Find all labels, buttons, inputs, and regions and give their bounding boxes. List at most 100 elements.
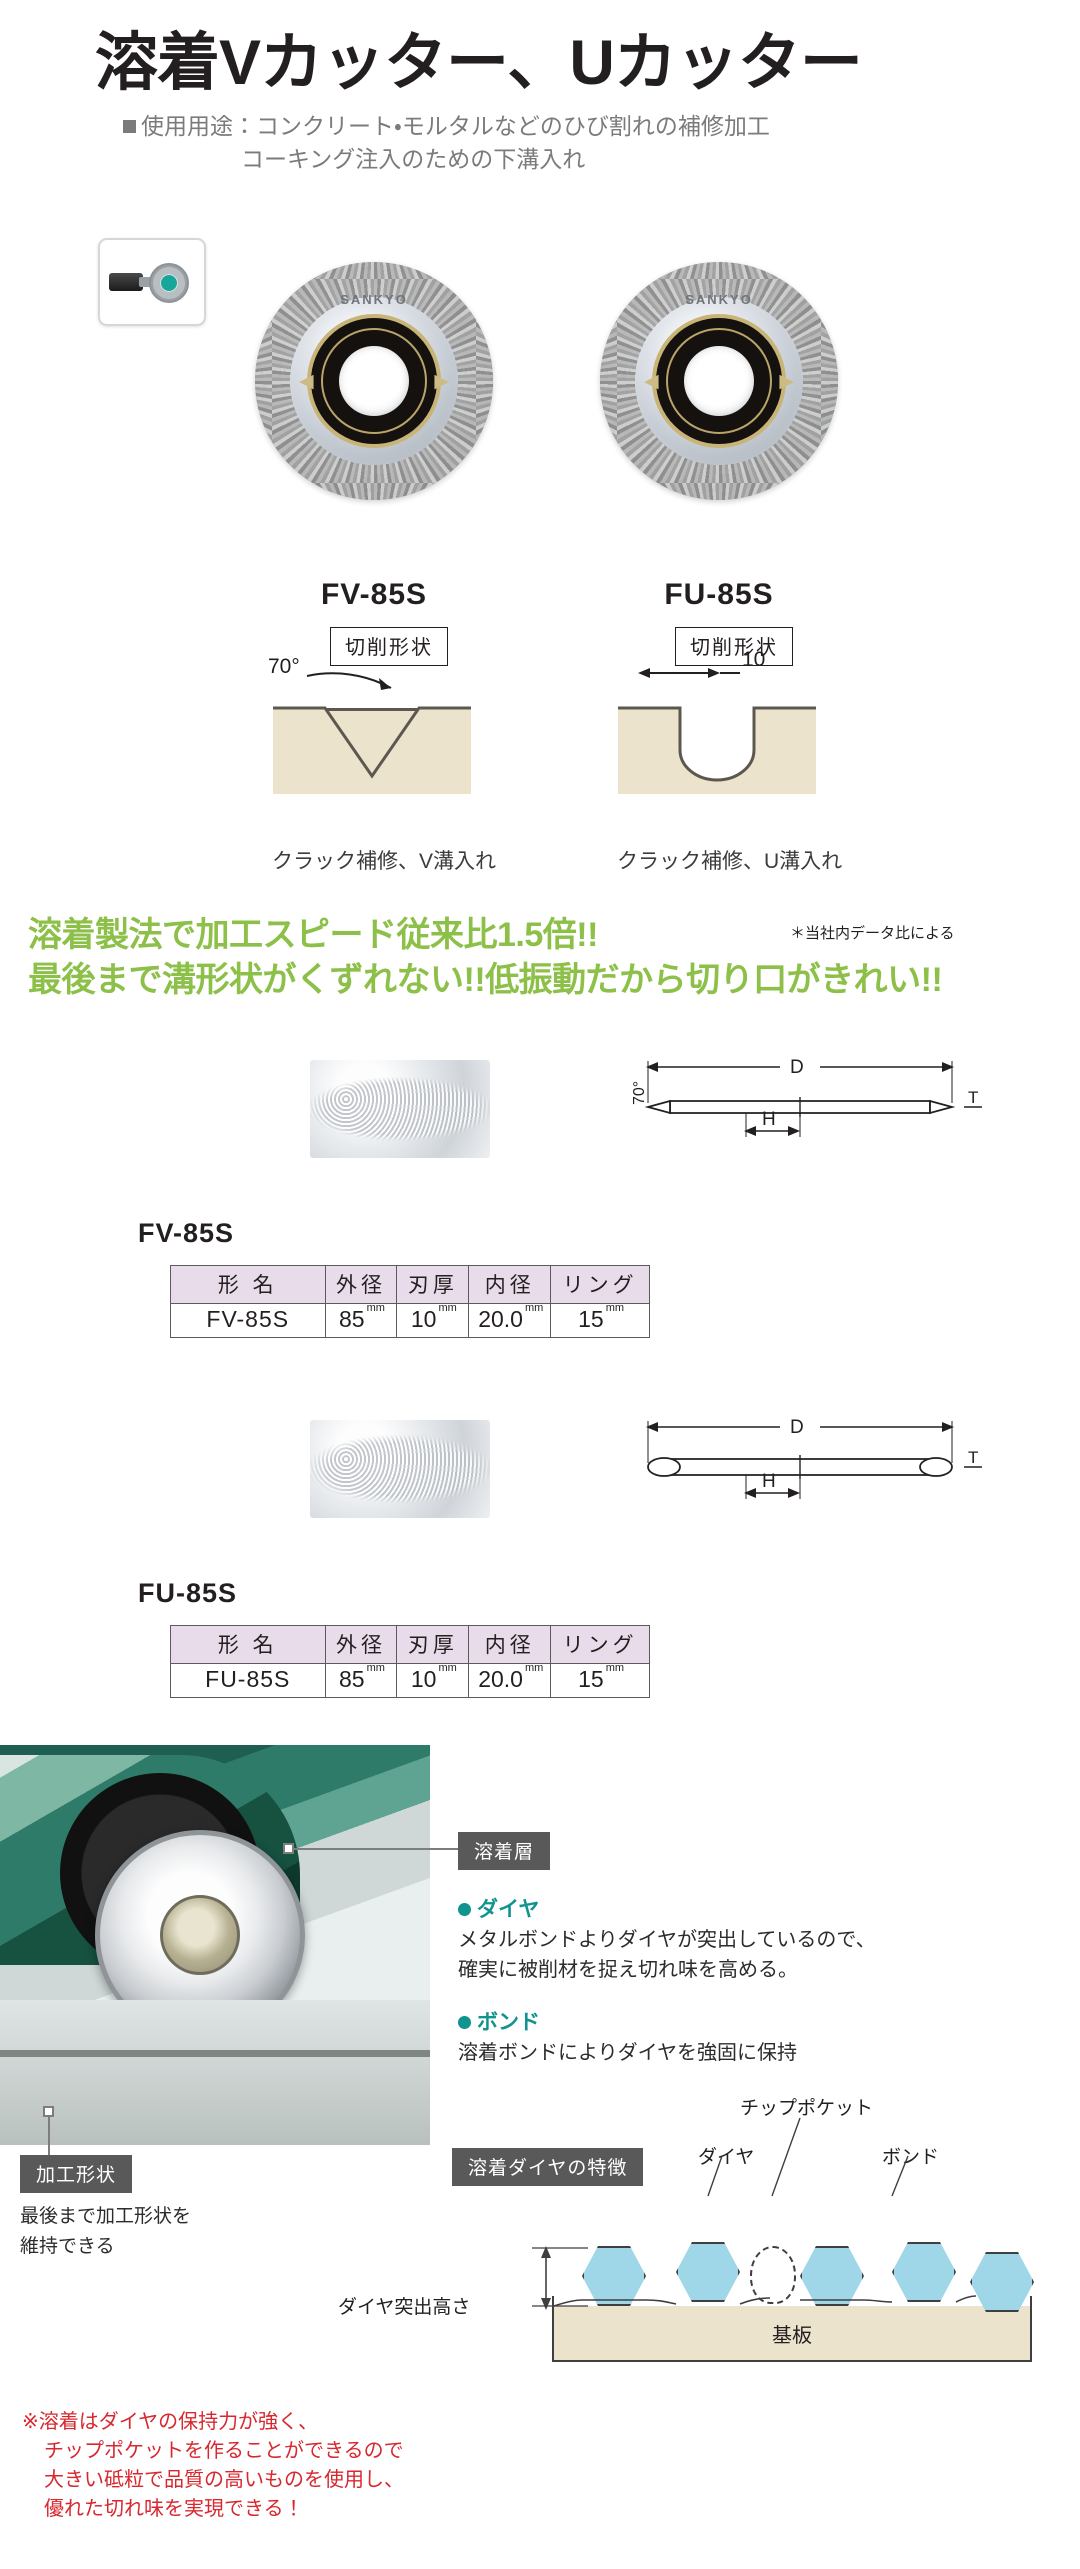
application-photo: [0, 1745, 430, 2145]
bullet-body-diamond-1: メタルボンドよりダイヤが突出しているので、: [458, 1929, 876, 1951]
spec-header-row: 形 名 外径 刃厚 内径 リング: [170, 1625, 650, 1664]
diagram-title: 溶着ダイヤの特徴: [452, 2148, 644, 2186]
diagram-label-chip-pocket: チップポケット: [740, 2098, 874, 2119]
svg-text:T: T: [968, 1448, 978, 1467]
diagram-label-diamond: ダイヤ: [698, 2147, 755, 2168]
part-name-fv85s: FV-85S: [138, 1218, 235, 1248]
grinder-body: [109, 273, 143, 291]
diagram-base-plate: 基板: [552, 2304, 1032, 2362]
u-groove-outline: [618, 706, 816, 794]
diamond-grain-5: [970, 2252, 1034, 2312]
grinder-hub: [161, 275, 177, 291]
spec-header-model: 形 名: [170, 1625, 326, 1664]
angle-arrow-icon: [306, 672, 392, 690]
diagram-base-label: 基板: [772, 2324, 812, 2347]
usage-block: 使用用途：コンクリート・モルタルなどのひび割れの補修加工 コーキング注入のための…: [123, 110, 1080, 175]
usage-line-2: コーキング注入のための下溝入れ: [241, 145, 586, 172]
headline-footnote: ＊当社内データ比による: [790, 925, 955, 942]
callout-shape: 加工形状: [20, 2155, 133, 2193]
spec-header-inner: 内径: [468, 1265, 552, 1304]
red-note-line-3: 大きい砥粒で品質の高いものを使用し、: [44, 2469, 404, 2491]
cut-groove: [0, 2050, 430, 2057]
grinder-neck: [139, 277, 155, 287]
wheel-bore: [339, 346, 409, 416]
leader-line-shape: [48, 2112, 50, 2156]
rotation-arrow-left-icon: ◀: [299, 371, 314, 392]
bullet-head-bond: ボンド: [458, 2006, 540, 2036]
angle-label-70: 70°: [268, 655, 300, 678]
spec-header-inner: 内径: [468, 1625, 552, 1664]
diagram-label-bond: ボンド: [882, 2147, 940, 2168]
grit-texture: [310, 1060, 490, 1158]
page-title: 溶着Vカッター、Uカッター: [95, 28, 863, 98]
bullet-head-diamond: ダイヤ: [458, 1893, 539, 1923]
headline-line-1: 溶着製法で加工スピード従来比1.5倍!!: [28, 916, 598, 954]
cut-shape-label-fu85s: 切削形状: [675, 627, 793, 666]
spec-header-outer: 外径: [324, 1625, 398, 1664]
product-photo-fu85s: SANKYO ◀ ▶: [600, 262, 838, 500]
spec-header-thickness: 刃厚: [396, 1265, 470, 1304]
red-note-line-2: チップポケットを作ることができるので: [44, 2440, 404, 2462]
grinder-icon: [109, 259, 195, 305]
svg-text:T: T: [968, 1088, 978, 1107]
section-drawing-fu85s: D H T: [646, 1417, 982, 1499]
grinder-icon-box: [98, 238, 206, 326]
model-label-fv85s: FV-85S: [320, 578, 428, 611]
bullet-body-diamond-2: 確実に被削材を捉え切れ味を高める。: [458, 1959, 798, 1981]
bullet-body-bond-1: 溶着ボンドによりダイヤを強固に保持: [458, 2042, 797, 2064]
wheel-brand-label: SANKYO: [340, 292, 408, 307]
rotation-arrow-right-icon: ▶: [434, 371, 449, 392]
red-note-line-1: ※溶着はダイヤの保持力が強く、: [22, 2411, 319, 2433]
page-header: 溶着Vカッター、Uカッター 使用用途：コンクリート・モルタルなどのひび割れの補修…: [0, 0, 1080, 175]
usage-text-1: 使用用途：コンクリート・モルタルなどのひび割れの補修加工: [141, 113, 770, 140]
section-drawing-fv85s: D H T 70°: [631, 1057, 982, 1137]
wheel-brand-label: SANKYO: [685, 292, 753, 307]
v-groove-outline: [273, 706, 471, 794]
callout-weld-layer: 溶着層: [458, 1832, 551, 1870]
headline-line-2: 最後まで溝形状がくずれない!!低振動だから切り口がきれい!!: [28, 960, 943, 999]
grit-swatch-fu85s: [310, 1420, 490, 1518]
spec-header-ring: リング: [550, 1265, 650, 1304]
rotation-arrow-right-icon: ▶: [779, 371, 794, 392]
svg-text:H: H: [762, 1109, 776, 1130]
usage-line-1: 使用用途：コンクリート・モルタルなどのひび割れの補修加工: [123, 110, 1080, 143]
u-width-label-10: 10: [742, 648, 766, 671]
part-name-fu85s: FU-85S: [138, 1578, 238, 1608]
bullet-dot-icon: [458, 1903, 471, 1916]
shape-caption-1: 最後まで加工形状を: [20, 2206, 192, 2227]
blade-hub: [160, 1895, 240, 1975]
spec-header-outer: 外径: [324, 1265, 398, 1304]
diagram-label-height: ダイヤ突出高さ: [338, 2297, 471, 2318]
spec-header-model: 形 名: [170, 1265, 326, 1304]
grit-swatch-fv85s: [310, 1060, 490, 1158]
svg-text:H: H: [762, 1471, 776, 1492]
u-groove-figure: [618, 690, 816, 800]
spec-header-thickness: 刃厚: [396, 1625, 470, 1664]
shape-caption-2: 維持できる: [20, 2236, 115, 2257]
cut-shape-label-fv85s: 切削形状: [330, 627, 448, 666]
svg-text:70°: 70°: [631, 1081, 648, 1105]
protrusion-height-dimension: [532, 2246, 588, 2310]
diamond-structure-diagram: 基板: [470, 2196, 1070, 2371]
chip-pocket: [750, 2246, 796, 2304]
red-note-line-4: 優れた切れ味を実現できる！: [44, 2498, 304, 2520]
figure-caption-fu85s: クラック補修、U溝入れ: [617, 850, 843, 873]
bullet-dot-icon: [458, 2016, 471, 2029]
rotation-arrow-left-icon: ◀: [644, 371, 659, 392]
product-photo-fv85s: SANKYO ◀ ▶: [255, 262, 493, 500]
u-width-dimension: [638, 668, 740, 678]
spec-header-ring: リング: [550, 1625, 650, 1664]
wheel-bore: [684, 346, 754, 416]
diamond-grain-4: [892, 2242, 956, 2302]
grit-texture: [310, 1420, 490, 1518]
